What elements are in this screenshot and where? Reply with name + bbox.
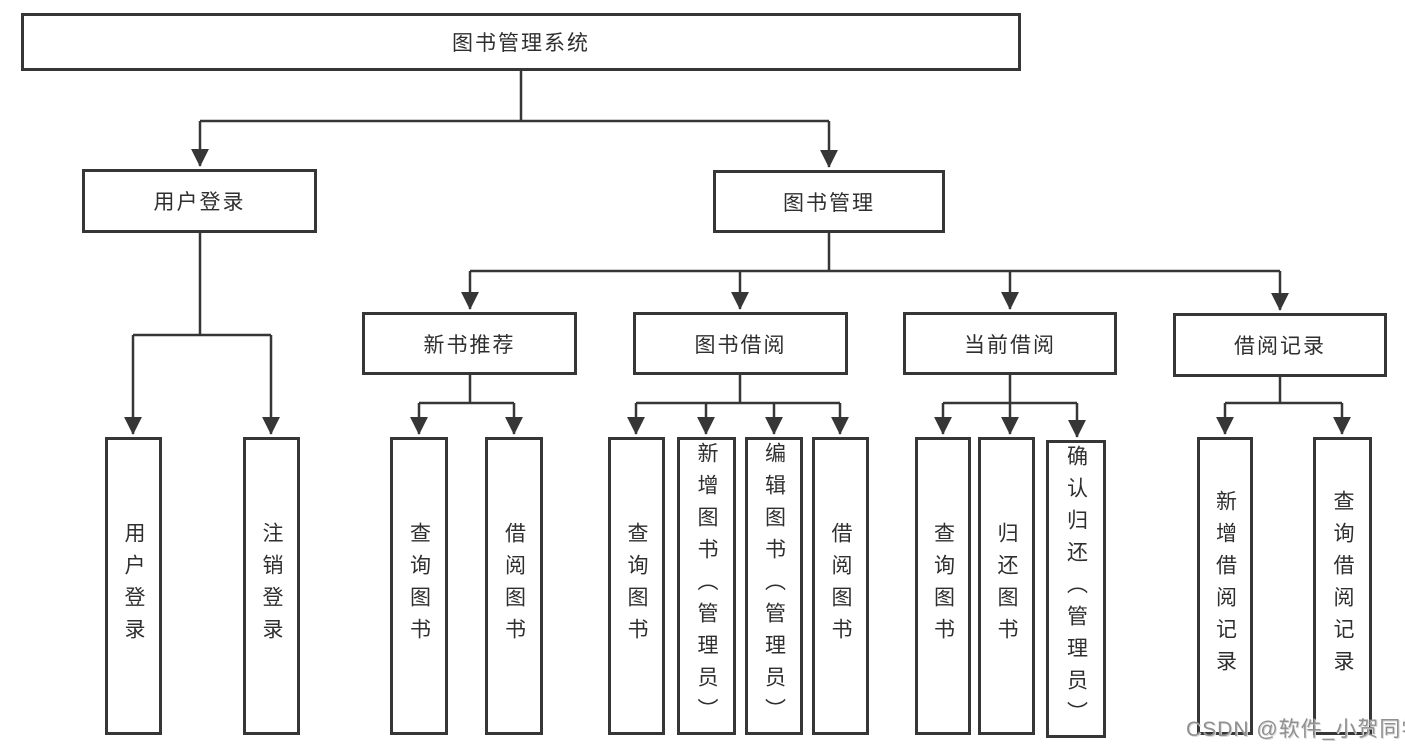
connector-borrow-records-children (1216, 377, 1351, 435)
leaf-cb-confirm-return-admin-label: 确认归还（管理员） (1064, 445, 1088, 733)
node-borrow-records-label: 借阅记录 (1234, 335, 1326, 358)
node-book-borrowing: 图书借阅 (633, 312, 848, 375)
leaf-bb-edit-books-admin: 编辑图书（管理员） (745, 437, 803, 735)
node-user-login: 用户登录 (82, 169, 317, 233)
node-borrow-records: 借阅记录 (1173, 313, 1387, 377)
leaf-nb-borrow-books: 借阅图书 (485, 437, 543, 735)
leaf-br-add-record: 新增借阅记录 (1197, 437, 1253, 735)
connector-current-borrow-children (934, 375, 1086, 438)
node-book-borrowing-label: 图书借阅 (694, 333, 787, 357)
leaf-nb-query-books: 查询图书 (390, 437, 448, 735)
node-book-management: 图书管理 (713, 170, 945, 233)
leaf-nb-borrow-books-label: 借阅图书 (502, 522, 526, 650)
leaf-logout-label: 注销登录 (260, 522, 283, 650)
leaf-cb-query-books: 查询图书 (915, 437, 971, 735)
connector-book-mgmt-children (461, 233, 1289, 311)
connector-root-to-level1 (191, 71, 838, 168)
leaf-logout: 注销登录 (243, 437, 300, 735)
leaf-br-add-record-label: 新增借阅记录 (1213, 490, 1237, 682)
leaf-br-query-record-label: 查询借阅记录 (1331, 490, 1354, 682)
leaf-cb-return-books: 归还图书 (978, 437, 1035, 735)
connector-new-book-rec-children (410, 375, 523, 435)
leaf-user-login: 用户登录 (105, 437, 162, 735)
leaf-nb-query-books-label: 查询图书 (407, 522, 431, 650)
node-current-borrowing-label: 当前借阅 (964, 333, 1056, 357)
node-library-system-label: 图书管理系统 (452, 32, 590, 55)
node-current-borrowing: 当前借阅 (903, 312, 1117, 375)
leaf-cb-confirm-return-admin: 确认归还（管理员） (1046, 440, 1106, 738)
leaf-bb-borrow-books-label: 借阅图书 (829, 522, 852, 650)
leaf-bb-edit-books-admin-label: 编辑图书（管理员） (762, 442, 786, 730)
node-book-management-label: 图书管理 (783, 191, 875, 215)
connector-book-borrow-children (627, 375, 849, 435)
leaf-cb-query-books-label: 查询图书 (931, 522, 955, 650)
node-new-book-recommend-label: 新书推荐 (423, 333, 516, 357)
node-new-book-recommend: 新书推荐 (362, 312, 577, 375)
leaf-bb-query-books: 查询图书 (608, 437, 665, 735)
leaf-bb-add-books-admin: 新增图书（管理员） (677, 437, 736, 735)
leaf-cb-return-books-label: 归还图书 (995, 522, 1018, 650)
leaf-bb-add-books-admin-label: 新增图书（管理员） (695, 442, 718, 730)
csdn-watermark: CSDN @软件_小贺同学 (1186, 718, 1405, 741)
leaf-user-login-label: 用户登录 (122, 522, 145, 650)
leaf-bb-query-books-label: 查询图书 (625, 522, 648, 650)
connector-user-login-children (124, 233, 280, 435)
leaf-br-query-record: 查询借阅记录 (1313, 437, 1372, 735)
node-user-login-label: 用户登录 (153, 191, 246, 214)
leaf-bb-borrow-books: 借阅图书 (812, 437, 869, 735)
node-library-system: 图书管理系统 (21, 13, 1021, 71)
